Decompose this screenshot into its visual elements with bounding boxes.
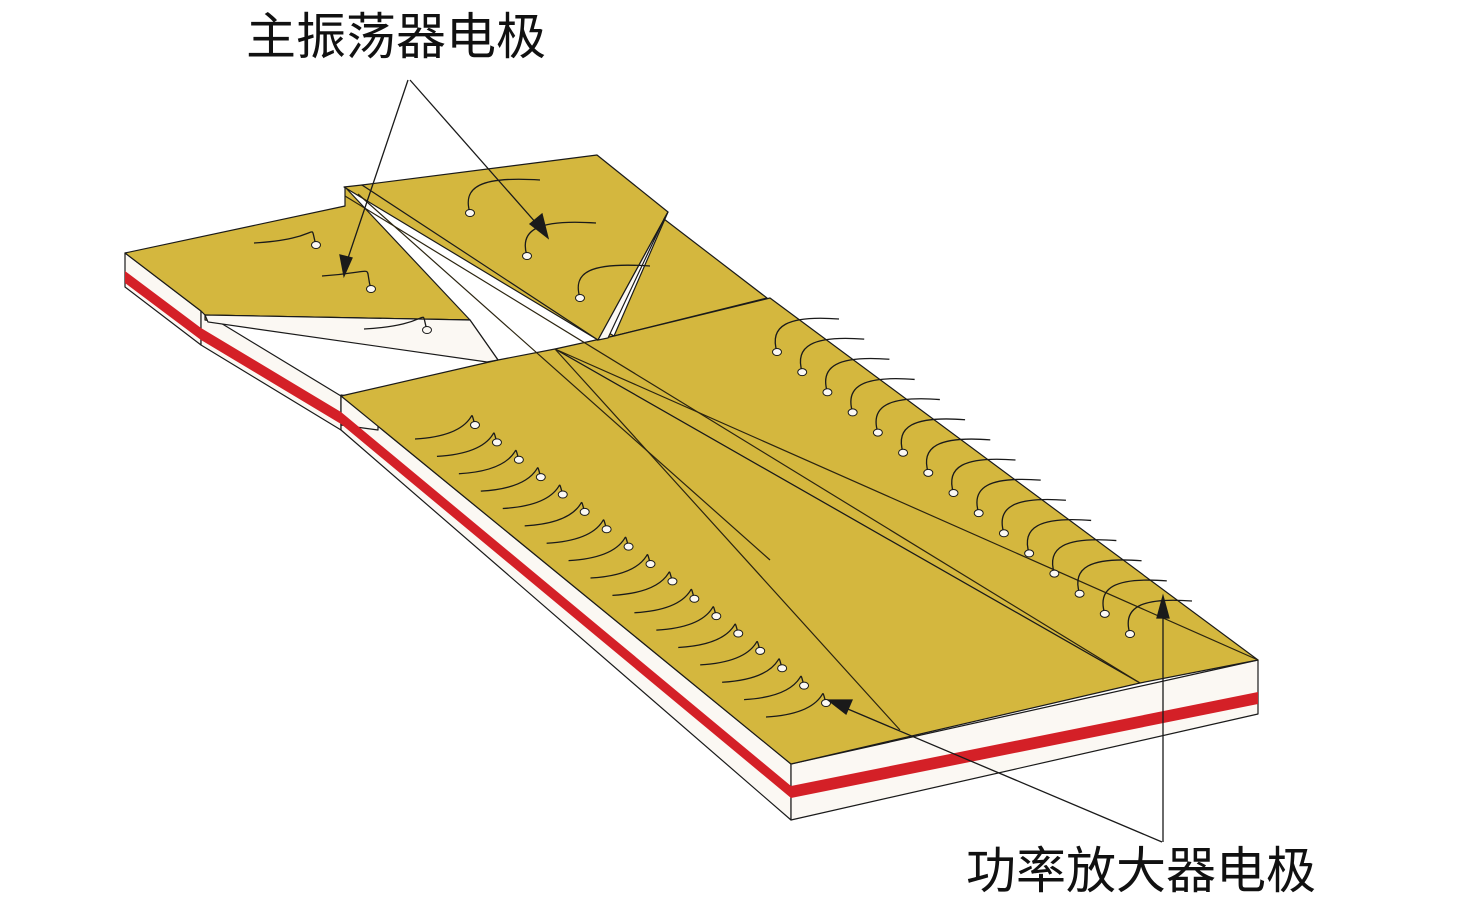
pa-left-bond-6-pad bbox=[579, 507, 590, 516]
pa-left-bond-4-pad bbox=[535, 473, 546, 482]
pa-left-bond-11-wire bbox=[634, 588, 695, 614]
pa-left-bond-16-wire bbox=[744, 675, 805, 701]
pa-right-bond-14-pad bbox=[1099, 609, 1110, 618]
power-amplifier-electrode-label: 功率放大器电极 bbox=[966, 842, 1316, 900]
pa-right-bond-9-wire bbox=[976, 478, 1041, 514]
pa-right-bond-7-pad bbox=[923, 468, 934, 477]
pa-left-bond-8-pad bbox=[623, 542, 634, 551]
arrowhead-mo-right bbox=[528, 212, 550, 240]
pa-electrode-right bbox=[554, 297, 1259, 684]
pa-right-bond-11-wire bbox=[1026, 519, 1092, 554]
isolation-slot-right bbox=[596, 211, 669, 341]
mo-bond-1-wire bbox=[253, 231, 317, 246]
pa-right-bond-1-pad bbox=[772, 348, 782, 356]
arrowhead-pa-right bbox=[1156, 593, 1170, 619]
pa-right-bond-6-pad bbox=[898, 448, 909, 457]
pa-right-bond-13-pad bbox=[1074, 589, 1085, 598]
pa-left-bond-17-pad bbox=[821, 699, 831, 707]
pa-right-bond-7-wire bbox=[925, 438, 991, 474]
active-layer-front bbox=[791, 692, 1258, 798]
pa-right-bond-3-wire bbox=[825, 357, 890, 393]
pa-left-bond-5-pad bbox=[557, 490, 568, 499]
pa-right-bond-15-pad bbox=[1125, 630, 1135, 638]
leader-pa-left bbox=[835, 703, 1163, 843]
master-oscillator-electrode-label: 主振荡器电极 bbox=[246, 8, 546, 66]
pa-left-bond-1-pad bbox=[470, 421, 480, 429]
pa-right-bond-12-wire bbox=[1051, 539, 1117, 574]
pa-left-bond-7-wire bbox=[546, 519, 608, 544]
pa-right-bond-9-pad bbox=[973, 509, 984, 518]
pa-right-bond-1-wire bbox=[774, 317, 840, 353]
mo-bond-4-pad bbox=[465, 209, 475, 217]
mo-bond-3-pad bbox=[422, 326, 432, 334]
pa-right-bond-6-wire bbox=[900, 418, 966, 453]
pa-left-bond-7-pad bbox=[601, 525, 612, 534]
pa-right-bond-3-pad bbox=[822, 388, 833, 397]
pa-left-bond-13-pad bbox=[733, 629, 744, 638]
pa-left-bond-11-pad bbox=[689, 594, 700, 603]
pa-left-bond-14-wire bbox=[700, 640, 761, 666]
mo-bond-6-pad bbox=[575, 294, 585, 302]
pa-right-bond-14-wire bbox=[1102, 579, 1167, 615]
pa-right-bond-10-pad bbox=[998, 529, 1009, 538]
pa-right-bond-2-wire bbox=[799, 337, 865, 373]
pa-left-bond-3-wire bbox=[458, 449, 520, 475]
wire-bonds bbox=[253, 178, 1193, 718]
pa-left-bond-14-pad bbox=[755, 646, 766, 655]
arrowhead-pa-left bbox=[826, 699, 853, 716]
mo-bond-1-pad bbox=[311, 241, 321, 249]
active-layer bbox=[125, 271, 1258, 798]
pa-left-bond-6-wire bbox=[524, 501, 586, 527]
pa-left-bond-15-pad bbox=[777, 664, 788, 673]
pa-right-bond-5-pad bbox=[872, 428, 883, 437]
pa-left-bond-10-pad bbox=[667, 577, 678, 586]
leader-mo-right bbox=[409, 79, 545, 233]
pa-left-bond-12-wire bbox=[656, 606, 717, 631]
mo-bond-3-wire bbox=[363, 316, 428, 331]
active-layer-left bbox=[125, 271, 791, 798]
pa-left-bond-5-wire bbox=[502, 484, 564, 510]
mo-bond-2-wire bbox=[321, 270, 372, 290]
arrowhead-mo-left bbox=[339, 254, 353, 279]
pa-right-bond-11-pad bbox=[1024, 549, 1035, 558]
pa-right-bond-13-wire bbox=[1077, 559, 1142, 594]
pa-left-bond-8-wire bbox=[568, 536, 630, 562]
pa-right-bond-8-wire bbox=[951, 458, 1016, 494]
leader-lines bbox=[339, 79, 1170, 843]
pa-right-bond-5-wire bbox=[875, 398, 940, 433]
pa-left-bond-9-pad bbox=[645, 560, 656, 568]
pa-left-bond-15-wire bbox=[722, 658, 783, 683]
mo-bond-4-wire bbox=[467, 178, 541, 214]
pa-left-bond-9-wire bbox=[590, 554, 652, 579]
pa-left-bond-10-wire bbox=[612, 571, 674, 597]
pa-right-bond-10-wire bbox=[1001, 498, 1066, 534]
pa-right-bond-12-pad bbox=[1049, 569, 1060, 578]
pa-left-bond-12-pad bbox=[711, 612, 722, 621]
pa-left-bond-17-wire bbox=[765, 693, 827, 718]
pa-left-bond-4-wire bbox=[480, 467, 542, 492]
pa-right-bond-4-pad bbox=[847, 408, 858, 417]
pa-left-bond-3-pad bbox=[513, 455, 524, 464]
pa-left-bond-16-pad bbox=[799, 681, 810, 690]
pa-right-bond-4-wire bbox=[850, 378, 915, 413]
mo-bond-5-pad bbox=[522, 252, 532, 260]
pa-left-bond-2-pad bbox=[491, 438, 502, 447]
pa-left-bond-1-wire bbox=[414, 415, 476, 440]
pa-electrode-left bbox=[340, 348, 1141, 765]
electrode-surfaces bbox=[124, 154, 1259, 765]
waveguide-lines bbox=[344, 193, 1259, 731]
leader-mo-left bbox=[343, 79, 409, 271]
pa-left-bond-13-wire bbox=[678, 623, 739, 649]
pa-left-bond-2-wire bbox=[436, 432, 498, 458]
pa-right-bond-8-pad bbox=[948, 489, 959, 497]
pa-right-bond-15-wire bbox=[1127, 599, 1193, 635]
mo-bond-2-pad bbox=[366, 285, 376, 293]
pa-right-bond-2-pad bbox=[797, 368, 808, 377]
mo-bond-6-wire bbox=[577, 264, 651, 299]
